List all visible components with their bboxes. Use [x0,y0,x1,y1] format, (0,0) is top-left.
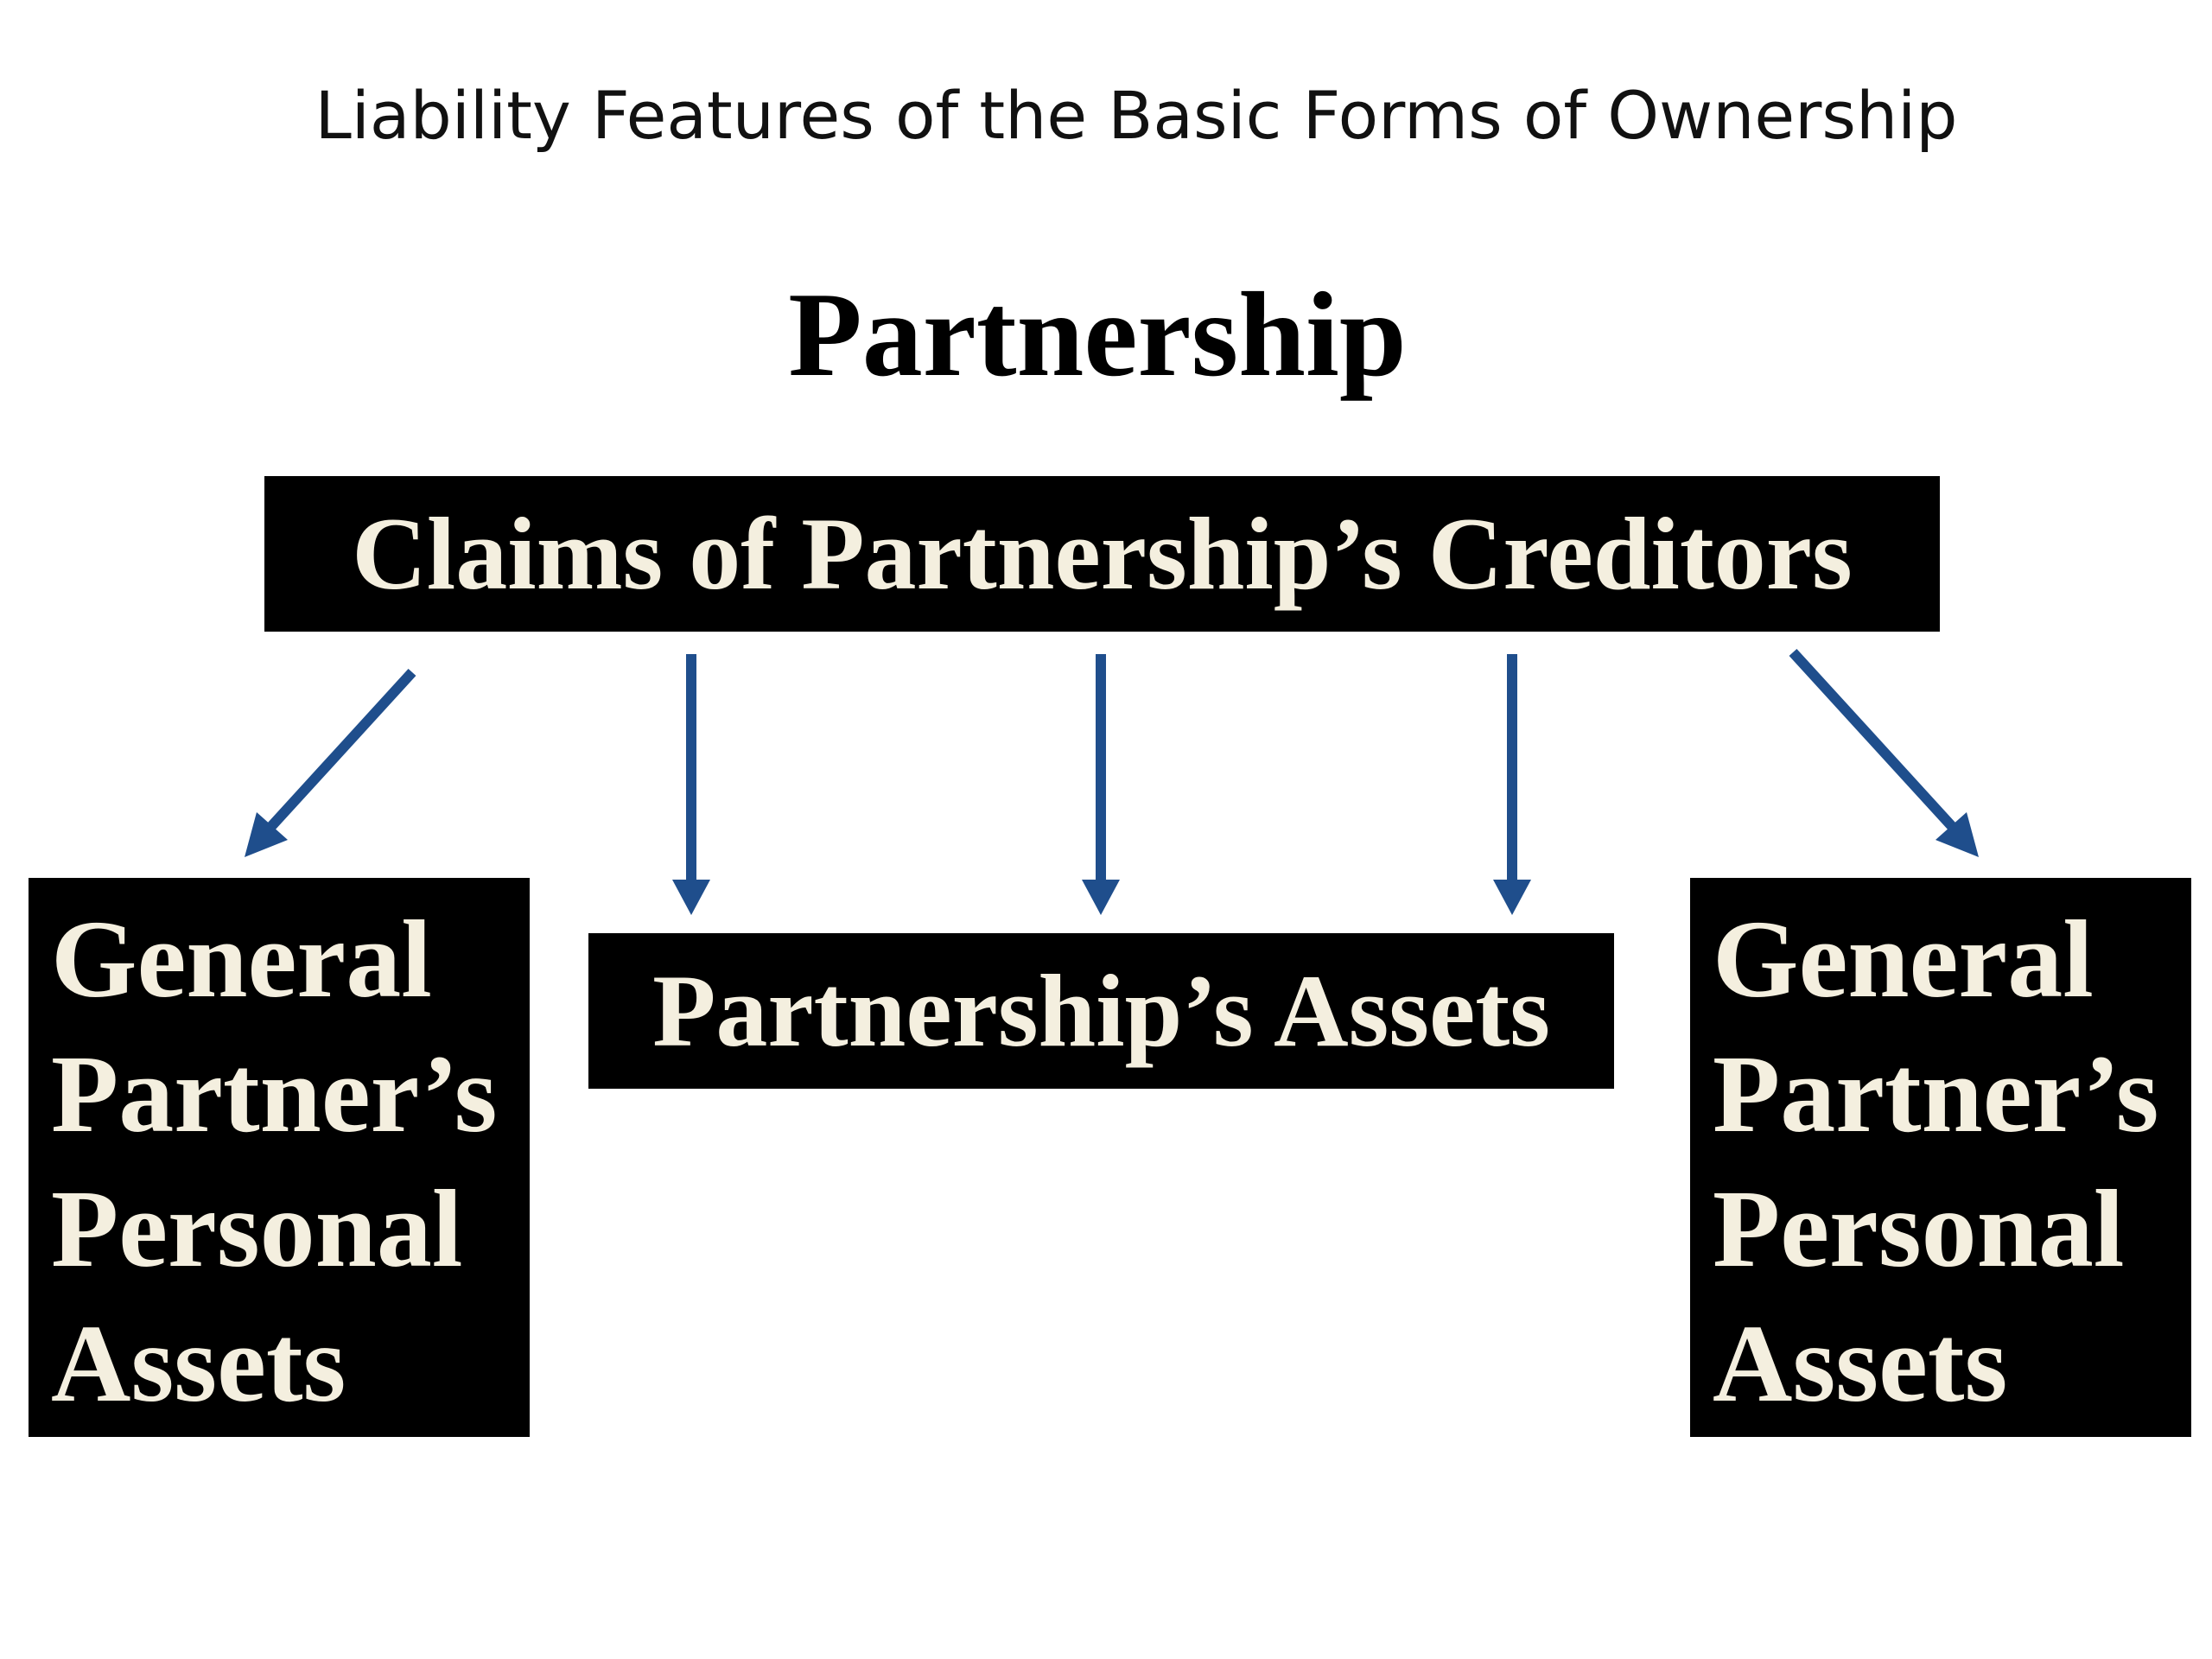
arrow-to-left-personal-assets [262,668,416,836]
slide-title: Liability Features of the Basic Forms of… [315,77,1958,154]
personal-assets-box-right: General Partner’s Personal Assets [1690,878,2191,1437]
creditors-claims-box: Claims of Partnership’s Creditors [264,476,1940,632]
arrow-head-left-personal-assets [245,812,288,857]
personal-assets-left-line-1: General [51,898,432,1020]
personal-assets-right-line-1: General [1713,898,2094,1020]
arrow-to-right-personal-assets [1789,648,1961,836]
personal-assets-box-left: General Partner’s Personal Assets [29,878,530,1437]
personal-assets-right-line-4: Assets [1713,1302,2008,1425]
personal-assets-left-line-2: Partner’s [51,1033,498,1155]
arrow-head-partnership-assets-3 [1493,880,1531,915]
personal-assets-right-line-2: Partner’s [1713,1033,2159,1155]
ownership-form-heading: Partnership [788,268,1407,402]
arrow-head-partnership-assets-2 [1082,880,1120,915]
personal-assets-left-line-4: Assets [51,1302,346,1425]
partnership-assets-box: Partnership’s Assets [588,933,1614,1089]
personal-assets-right-line-3: Personal [1713,1167,2125,1290]
arrow-head-partnership-assets-1 [672,880,710,915]
personal-assets-left-line-3: Personal [51,1167,463,1290]
arrow-head-right-personal-assets [1936,812,1979,857]
